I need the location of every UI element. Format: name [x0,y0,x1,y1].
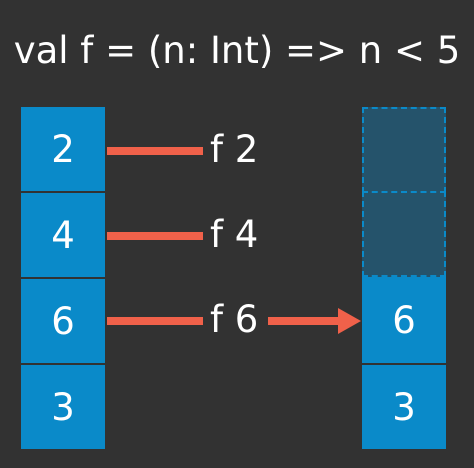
connector-line [107,317,203,325]
call-label: f 6 [210,298,259,341]
call-label: f 2 [210,128,259,171]
output-column: 6 3 [362,107,446,449]
input-cell: 2 [21,107,105,191]
code-title: val f = (n: Int) => n < 5 [13,29,461,72]
input-column: 2 4 6 3 [21,107,105,449]
input-cell: 4 [21,191,105,277]
output-cell: 3 [362,363,446,449]
filtered-out-cell [362,107,446,193]
input-cell: 3 [21,363,105,449]
connector-line [107,232,203,240]
call-label: f 4 [210,213,259,256]
input-cell: 6 [21,277,105,363]
connector-line [107,147,203,155]
output-cell: 6 [362,277,446,363]
result-arrow-icon [268,308,361,334]
filtered-out-cell [362,191,446,277]
